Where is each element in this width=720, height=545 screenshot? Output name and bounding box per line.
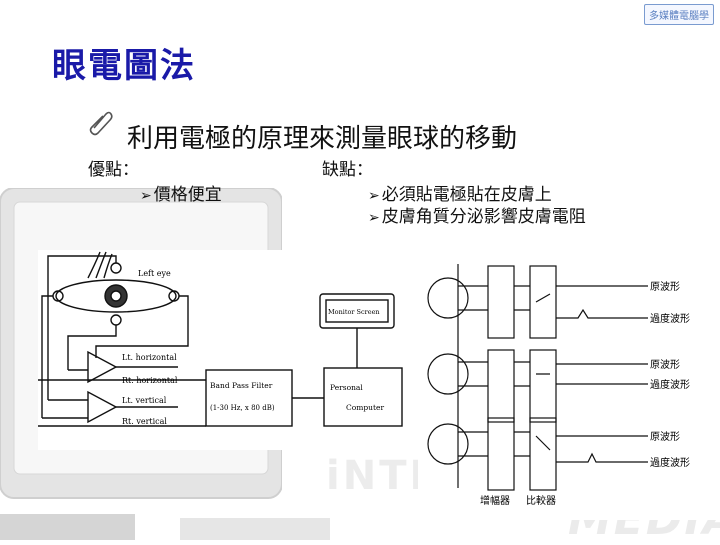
eog-block-diagram: Left eye Lt. horizontal Rt. horizontal L… <box>38 250 448 450</box>
label-filter: Band Pass Filter <box>210 381 273 390</box>
label-lt-horizontal: Lt. horizontal <box>122 353 177 362</box>
cons-item: ➢必須貼電極貼在皮膚上 <box>368 185 552 205</box>
monitor-stand <box>0 514 135 540</box>
pros-item: ➢價格便宜 <box>140 185 222 205</box>
label-lt-vertical: Lt. vertical <box>122 396 167 405</box>
label-comparator: 比較器 <box>526 494 556 507</box>
paperclip-icon <box>89 111 113 136</box>
wave-comparator-diagram: 原波形 過度波形 原波形 過度波形 原波形 過度波形 增幅器 比較器 <box>418 258 720 520</box>
wave-label: 原波形 <box>650 358 680 371</box>
cons-item: ➢皮膚角質分泌影響皮膚電阻 <box>368 207 586 227</box>
arrow-bullet-icon: ➢ <box>140 188 152 204</box>
label-left-eye: Left eye <box>138 269 171 278</box>
wave-label: 原波形 <box>650 280 680 293</box>
arrow-bullet-icon: ➢ <box>368 188 380 204</box>
wave-label: 原波形 <box>650 430 680 443</box>
label-filter-spec: (1-30 Hz, x 80 dB) <box>210 404 275 412</box>
pros-heading: 優點： <box>88 160 139 180</box>
label-rt-vertical: Rt. vertical <box>122 417 167 426</box>
arrow-bullet-icon: ➢ <box>368 210 380 226</box>
wave-label: 過度波形 <box>650 378 690 391</box>
label-amplifier: 增幅器 <box>480 494 510 507</box>
wave-label: 過度波形 <box>650 312 690 325</box>
course-badge: 多媒體電腦學 <box>644 4 714 25</box>
main-bullet: 利用電極的原理來測量眼球的移動 <box>127 124 518 154</box>
monitor-base <box>180 518 330 540</box>
page-title: 眼電圖法 <box>52 46 196 86</box>
label-pc-1: Personal <box>330 383 363 392</box>
label-rt-horizontal: Rt. horizontal <box>122 376 178 385</box>
wave-label: 過度波形 <box>650 456 690 469</box>
cons-heading: 缺點： <box>322 160 373 180</box>
label-monitor-screen: Monitor Screen <box>328 308 380 316</box>
label-pc-2: Computer <box>346 403 384 412</box>
